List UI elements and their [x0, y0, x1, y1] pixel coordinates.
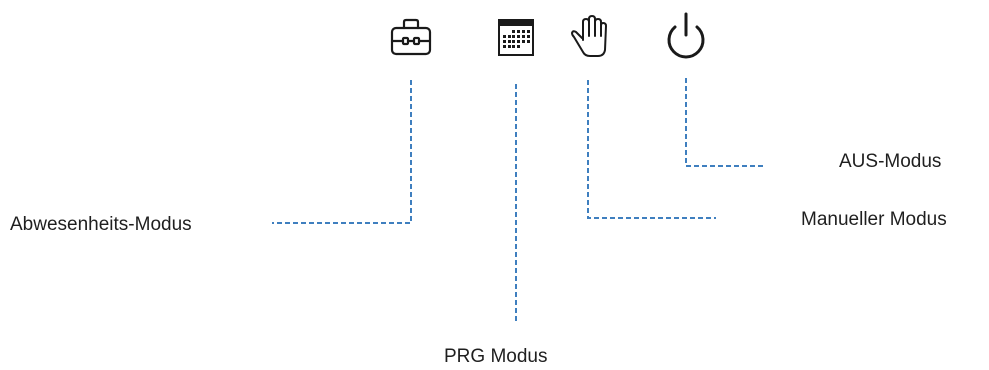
suitcase-icon: [390, 18, 432, 56]
connector-off: [685, 78, 764, 167]
connector-away: [272, 80, 412, 224]
label-manual-mode: Manueller Modus: [801, 209, 947, 230]
label-prg-mode: PRG Modus: [444, 346, 548, 367]
calendar-icon: [498, 19, 534, 56]
power-icon: [667, 12, 705, 59]
connector-manual: [587, 80, 716, 219]
hand-icon: [571, 15, 607, 57]
label-off-mode: AUS-Modus: [839, 151, 942, 172]
label-away-mode: Abwesenheits-Modus: [10, 214, 192, 235]
